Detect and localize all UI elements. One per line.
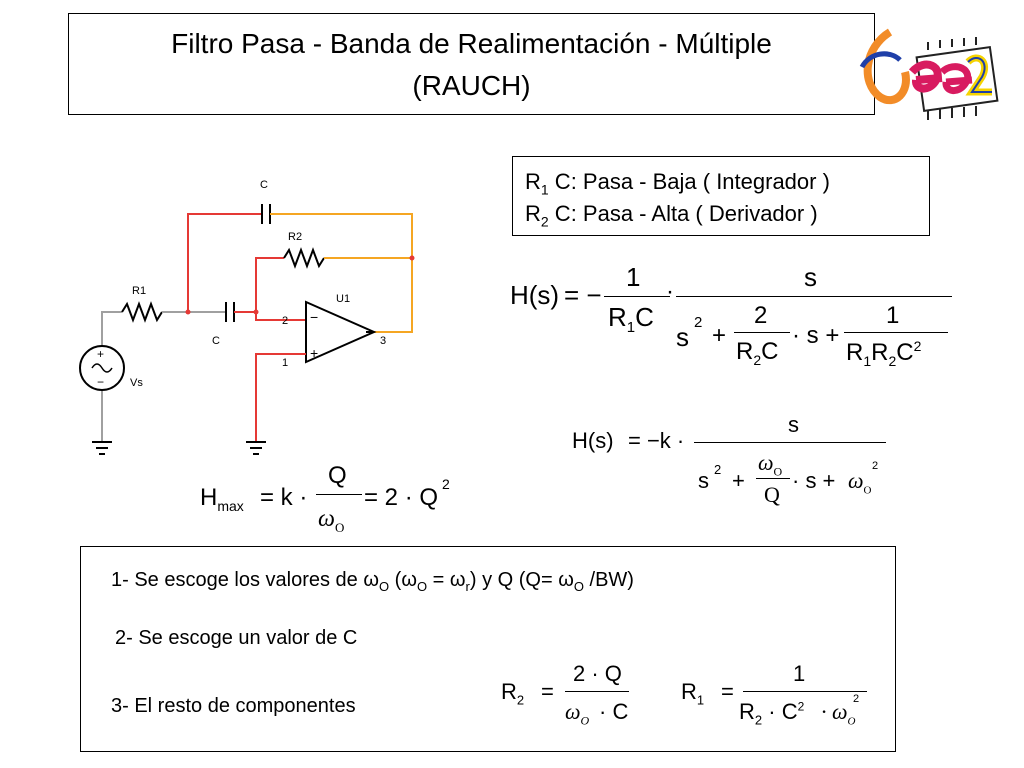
title-line-2: (RAUCH) bbox=[412, 70, 531, 101]
wire-to-inv bbox=[255, 312, 306, 321]
legend-line-2: R2 C: Pasa - Alta ( Derivador ) bbox=[525, 201, 818, 230]
title-box: Filtro Pasa - Banda de Realimentación - … bbox=[68, 13, 875, 115]
label-u1: U1 bbox=[336, 293, 350, 305]
label-pin1: 1 bbox=[282, 357, 288, 369]
label-c-mid: C bbox=[212, 335, 220, 347]
label-minus: − bbox=[310, 309, 318, 325]
equation-h-normalized: H(s) = −k · s s 2 + ωO Q · s + ωO 2 bbox=[570, 410, 910, 520]
equation-h-full: H(s) = − 1 R1C · s s 2 + 2 R2C · s + 1 R… bbox=[500, 258, 970, 398]
label-c-top: C bbox=[260, 179, 268, 191]
wire-top-right bbox=[270, 213, 413, 333]
label-pin2: 2 bbox=[282, 315, 288, 327]
opamp-u1 bbox=[305, 300, 377, 364]
vs-minus-mark: − bbox=[97, 375, 104, 389]
label-pin3: 3 bbox=[380, 335, 386, 347]
title-line-1: Filtro Pasa - Banda de Realimentación - … bbox=[171, 28, 772, 59]
equation-r1: R1 = 1 R2 · C2 · ωO 2 bbox=[679, 659, 879, 739]
legend-line-1: R1 C: Pasa - Baja ( Integrador ) bbox=[525, 169, 830, 198]
step-1: 1- Se escoge los valores de ωO (ωO = ωr)… bbox=[111, 569, 634, 594]
wire-vs-top bbox=[101, 311, 122, 350]
wire-r2-left bbox=[255, 257, 284, 312]
equation-r2: R2 = 2 · Q ωO · C bbox=[501, 661, 629, 728]
rauch-circuit: C R2 R1 U1 C 2 1 3 Vs − + + − bbox=[79, 179, 415, 455]
wire-top-left bbox=[187, 213, 262, 312]
label-plus: + bbox=[310, 345, 318, 361]
legend-box: R1 C: Pasa - Baja ( Integrador ) R2 C: P… bbox=[512, 156, 930, 236]
node-r2-out bbox=[409, 255, 415, 261]
vs-plus-mark: + bbox=[97, 347, 104, 361]
dee-logo bbox=[859, 28, 999, 120]
wire-noninv-ground bbox=[255, 353, 306, 442]
label-r1: R1 bbox=[132, 285, 146, 297]
node-left bbox=[185, 309, 191, 315]
resistor-r1 bbox=[121, 301, 163, 323]
vs-sine-icon bbox=[91, 363, 113, 373]
resistor-r2 bbox=[283, 247, 325, 269]
step-2: 2- Se escoge un valor de C bbox=[115, 627, 358, 649]
steps-box: 1- Se escoge los valores de ωO (ωO = ωr)… bbox=[80, 546, 896, 752]
label-vs: Vs bbox=[130, 377, 143, 389]
equation-hmax: Hmax = k · Q ωO = 2 · Q 2 bbox=[200, 462, 450, 535]
step-3: 3- El resto de componentes bbox=[111, 695, 356, 717]
label-r2: R2 bbox=[288, 231, 302, 243]
